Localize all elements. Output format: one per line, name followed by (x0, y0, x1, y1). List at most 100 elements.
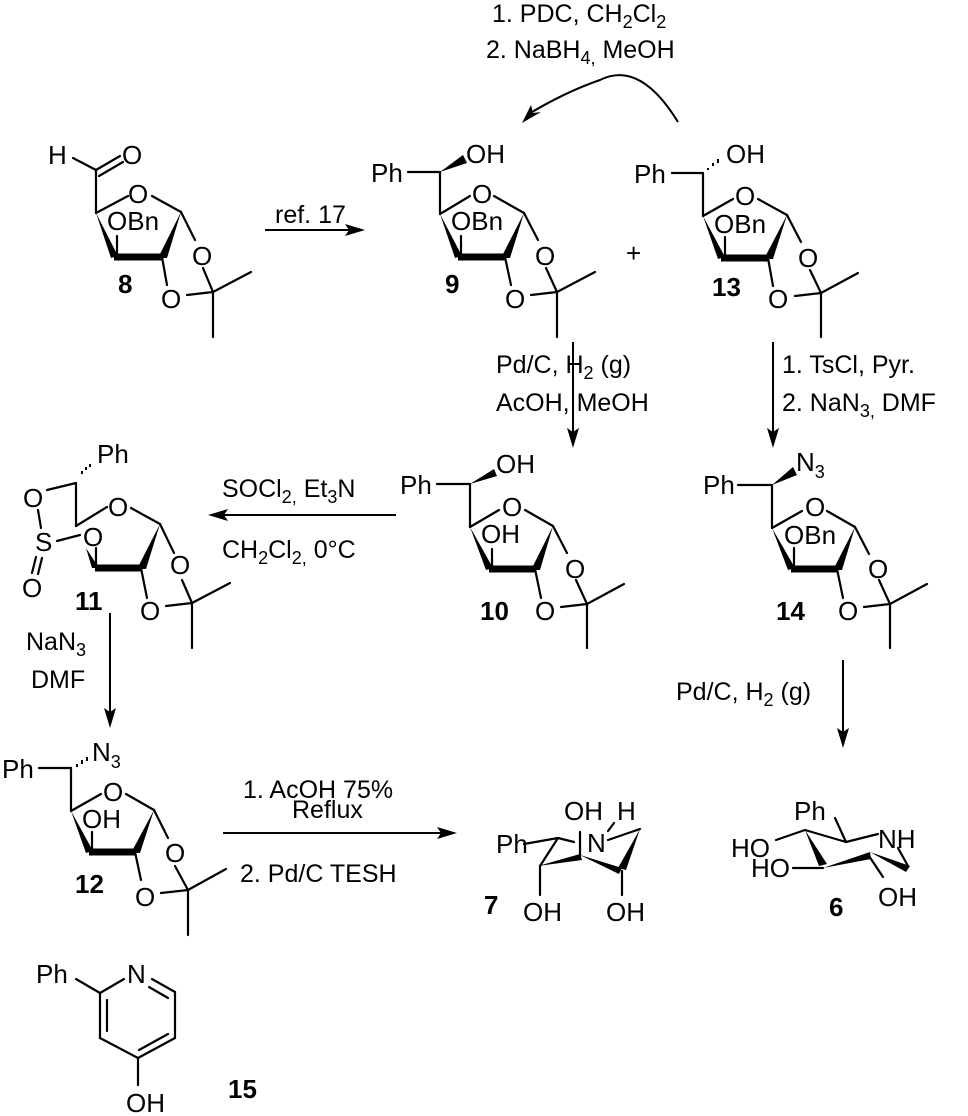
compound-number: 12 (75, 869, 104, 899)
atom-label: O (103, 777, 123, 807)
reaction-arrow-8-to-9: ref. 17 (265, 201, 365, 236)
atom-label: OH (82, 804, 121, 834)
atom-label: OBn (714, 209, 766, 239)
atom-label: N3 (796, 447, 825, 482)
atom-label: OH (466, 139, 505, 169)
atom-label: N3 (92, 737, 121, 772)
atom-label: OH (564, 796, 603, 826)
atom-label: O (165, 838, 185, 868)
atom-label: Ph (634, 159, 666, 189)
atom-label: N (587, 828, 606, 858)
atom-label: Ph (36, 959, 68, 989)
atom-label: S (35, 527, 52, 557)
atom-label: HO (751, 853, 790, 883)
atom-label: O (735, 181, 755, 211)
compound-8: H O O OBn O O 8 (48, 140, 253, 339)
compound-number: 8 (118, 269, 132, 299)
reaction-arrow-12-to-7: 1. AcOH 75% Reflux Reflux 2. Pd/C TESH (223, 776, 457, 888)
atom-label: O (140, 596, 160, 626)
atom-label: O (768, 284, 788, 314)
atom-label: OH (523, 897, 562, 927)
reaction-arrow-14-to-6: Pd/C, H2 (g) (676, 660, 849, 748)
compound-7: Ph OH H N OH OH 7 (484, 796, 645, 927)
reaction-arrow-10-to-11: SOCl2, Et3N CH2Cl2, 0°C (208, 475, 396, 568)
atom-label: O (868, 554, 888, 584)
atom-label: O (161, 284, 181, 314)
compound-number: 10 (480, 596, 509, 626)
atom-label: Ph (371, 158, 403, 188)
atom-label: Ph (496, 829, 528, 859)
compound-6: Ph NH HO HO OH 6 (731, 796, 917, 922)
atom-label: O (838, 596, 858, 626)
atom-label: Ph (703, 470, 735, 500)
reagent-text: Pd/C, H2 (g) (676, 678, 811, 710)
compound-number: 9 (445, 269, 459, 299)
atom-label: H (617, 796, 636, 826)
atom-label: OH (496, 449, 535, 479)
atom-label: O (83, 522, 103, 552)
atom-label: OH (606, 897, 645, 927)
reagent-text: 2. Pd/C TESH (240, 860, 397, 888)
atom-label: O (472, 179, 492, 209)
atom-label: O (122, 140, 142, 170)
atom-label: HO (731, 833, 770, 863)
atom-label: OH (726, 139, 765, 169)
compound-number: 6 (829, 892, 843, 922)
atom-label: O (505, 284, 525, 314)
compound-10: Ph OH O OH O O 10 (400, 449, 626, 650)
compound-12: Ph N3 O OH O O 12 (2, 737, 228, 937)
atom-label: OH (126, 1088, 165, 1116)
compound-number: 14 (776, 596, 805, 626)
atom-label: O (565, 554, 585, 584)
reaction-arrow-13-to-14: 1. TsCl, Pyr. 2. NaN3, DMF (767, 342, 936, 448)
atom-label: O (535, 241, 555, 271)
atom-label: NH (878, 824, 916, 854)
atom-label: OBn (107, 206, 159, 236)
atom-label: OH (878, 882, 917, 912)
reaction-arrow-13-to-9: 1. PDC, CH2Cl2 2. NaBH4, MeOH (486, 0, 679, 123)
atom-label: O (135, 882, 155, 912)
reagent-text: 1. TsCl, Pyr. (782, 351, 915, 379)
atom-label: OBn (784, 520, 836, 550)
atom-label: Ph (97, 439, 129, 469)
atom-label: Ph (400, 470, 432, 500)
compound-number: 15 (228, 1074, 257, 1104)
reagent-text: AcOH, MeOH (496, 389, 649, 417)
atom-label: O (535, 596, 555, 626)
compound-number: 11 (75, 586, 103, 616)
atom-label: O (798, 243, 818, 273)
reaction-arrow-11-to-12: NaN3 DMF (26, 613, 116, 728)
reagent-text: Pd/C, H2 (g) (496, 351, 631, 383)
atom-label: O (192, 241, 212, 271)
reagent-text: 2. NaN3, DMF (782, 389, 936, 421)
reagent-text: SOCl2, Et3N (222, 475, 355, 507)
atom-label: OH (481, 519, 520, 549)
reagent-text: 2. NaBH4, MeOH (486, 36, 675, 68)
reagent-text: DMF (31, 666, 85, 694)
atom-label: O (502, 492, 522, 522)
reagent-text: 1. AcOH 75% (243, 776, 393, 804)
reaction-arrow-9-to-10: Pd/C, H2 (g) AcOH, MeOH (496, 342, 649, 448)
atom-label: N (127, 959, 146, 989)
compound-number: 7 (484, 890, 498, 920)
atom-label: O (23, 483, 43, 513)
atom-label: O (128, 179, 148, 209)
compound-15: Ph N OH 15 (36, 959, 257, 1116)
atom-label: H (48, 140, 67, 170)
reagent-text: Reflux (292, 796, 363, 824)
atom-label: O (170, 550, 190, 580)
atom-label: O (22, 573, 42, 603)
compound-13: Ph OH O OBn O O 13 (634, 139, 860, 339)
atom-label: Ph (794, 796, 826, 826)
atom-label: OBn (451, 206, 503, 236)
compound-11: Ph O O S O O O O 11 (22, 439, 232, 650)
reagent-text: CH2Cl2, 0°C (222, 536, 356, 568)
atom-label: Ph (2, 754, 34, 784)
reagent-text: NaN3 (26, 628, 86, 660)
plus-sign: + (626, 238, 641, 268)
compound-14: Ph N3 O OBn O O 14 (703, 447, 929, 650)
compound-number: 13 (712, 272, 741, 302)
atom-label: O (805, 492, 825, 522)
